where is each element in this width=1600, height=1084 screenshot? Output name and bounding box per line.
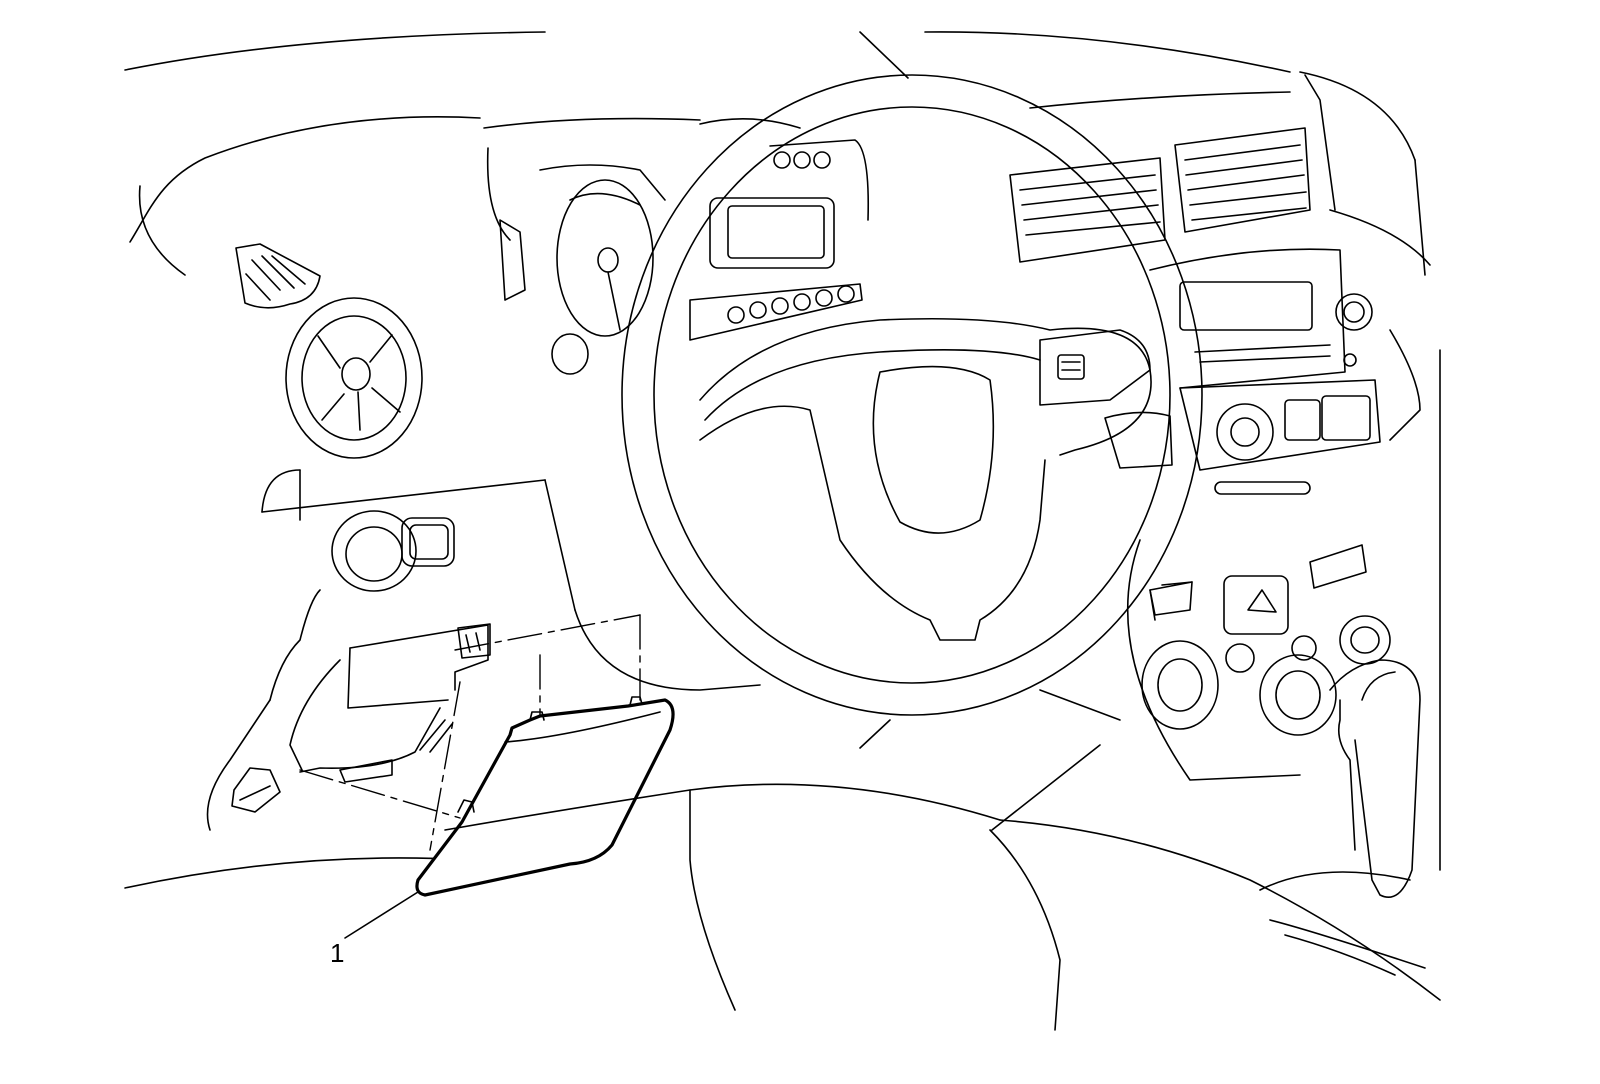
left-small-vent	[235, 243, 321, 309]
gear-shifter	[1259, 659, 1426, 976]
center-air-vents	[1009, 127, 1311, 263]
knee-bolster-trim-panel	[415, 696, 675, 897]
left-lower-panel	[124, 469, 546, 889]
left-round-air-vent	[285, 297, 423, 459]
alignment-lines	[299, 614, 641, 851]
instrument-cluster	[483, 117, 870, 375]
steering-wheel	[621, 74, 1203, 721]
radio-unit	[1149, 248, 1373, 389]
callout-leader-1	[344, 891, 419, 939]
center-console-lower	[1126, 539, 1391, 781]
hvac-controls	[1104, 379, 1381, 495]
callout-number-1: 1	[330, 938, 345, 968]
trim-panel-opening	[231, 623, 491, 813]
dashboard-upper-outline	[124, 31, 1431, 276]
floor-lines	[444, 329, 1441, 1031]
